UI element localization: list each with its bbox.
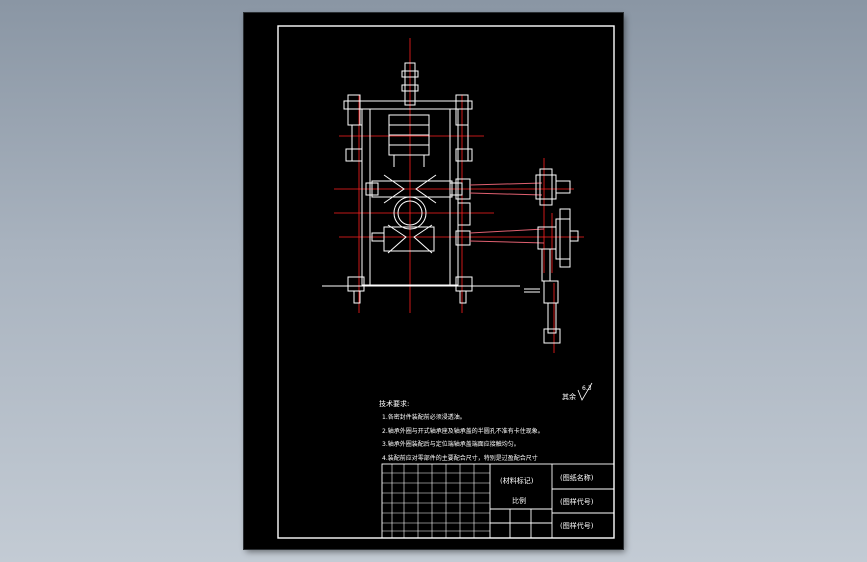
right-gear-assembly <box>535 168 579 344</box>
roughness-symbol: 其余 6.3 <box>562 382 593 401</box>
roughness-value: 6.3 <box>582 385 592 392</box>
lower-v-roller <box>371 224 471 254</box>
middle-gear <box>393 196 427 230</box>
title-block-drawing-code: (图样代号) <box>560 497 594 506</box>
tech-item: 3.轴承外圈装配后与定位端轴承盖端面应接触均匀。 <box>382 440 520 448</box>
tech-item: 1.各密封件装配前必须浸透油。 <box>382 413 466 421</box>
title-block-material: (材料标记) <box>500 476 534 485</box>
tech-item: 4.装配前应对零部件的主要配合尺寸，特别是过盈配合尺寸 <box>382 454 538 462</box>
title-block-drawing-name: (图纸名称) <box>560 473 594 482</box>
machine-assembly <box>322 38 584 353</box>
top-shaft-cap <box>401 70 419 78</box>
tech-heading: 技术要求: <box>379 399 409 408</box>
roughness-label: 其余 <box>562 392 576 401</box>
top-shaft <box>404 62 416 106</box>
left-bearing-block <box>347 94 361 126</box>
drawing-sheet: 其余 6.3 技术要求: 1.各密封件装配前必须浸透油。 2.轴承外圈与开式轴承… <box>244 13 623 549</box>
title-block: (材料标记) 比例 (图纸名称) (图样代号) (图样代号) <box>381 463 615 539</box>
tech-requirements: 技术要求: 1.各密封件装配前必须浸透油。 2.轴承外圈与开式轴承座及轴承盖的半… <box>379 399 544 462</box>
title-block-grid <box>382 464 490 538</box>
title-block-drawing-code: (图样代号) <box>560 521 594 530</box>
title-block-scale: 比例 <box>512 496 526 505</box>
tech-item: 2.轴承外圈与开式轴承座及轴承盖的半圆孔不准有卡住现象。 <box>382 427 544 435</box>
drawing-svg: 其余 6.3 技术要求: 1.各密封件装配前必须浸透油。 2.轴承外圈与开式轴承… <box>277 25 615 539</box>
transmission-links <box>469 182 545 244</box>
